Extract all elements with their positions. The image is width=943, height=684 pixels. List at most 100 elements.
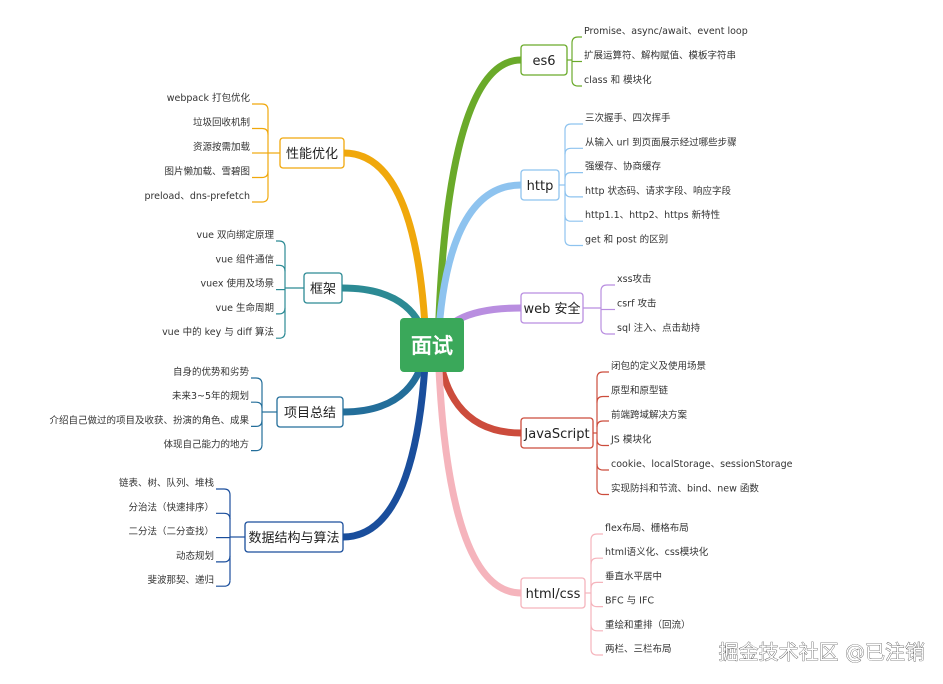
leaf-line [596,439,609,447]
leaf-label[interactable]: 介绍自己做过的项目及收获、扮演的角色、成果 [49,414,249,426]
leaf-line [590,600,603,608]
leaf-label[interactable]: 自身的优势和劣势 [173,366,250,378]
leaf-line [251,444,263,452]
leaf-line [600,284,615,292]
leaf-line [216,512,231,520]
topic-node[interactable] [276,396,344,428]
leaf-line [596,488,609,496]
leaf-label[interactable]: http 状态码、请求字段、响应字段 [585,185,732,197]
leaf-line [276,307,286,315]
center-label: 面试 [411,334,453,358]
leaf-label[interactable]: 图片懒加载、雪碧图 [164,166,250,178]
leaf-label[interactable]: vue 中的 key 与 diff 算法 [162,326,274,338]
leaf-label[interactable]: 实现防抖和节流、bind、new 函数 [611,483,759,495]
leaf-label[interactable]: 强缓存、协商缓存 [585,161,662,173]
leaf-label[interactable]: JS 模块化 [610,434,652,446]
leaf-label[interactable]: 两栏、三栏布局 [605,643,672,655]
leaf-label[interactable]: 体现自己能力的地方 [163,439,249,451]
topic-node[interactable] [303,272,343,304]
leaf-line [251,401,263,409]
leaf-label[interactable]: 重绘和重排（回流） [605,619,691,631]
leaf-label[interactable]: 垃圾回收机制 [193,117,250,129]
branch-l-3 [339,341,430,541]
leaf-label[interactable]: http1.1、http2、https 新特性 [585,209,721,221]
leaf-label[interactable]: webpack 打包优化 [167,92,251,104]
leaf-label[interactable]: vue 组件通信 [215,253,274,265]
leaf-line [216,555,231,563]
leaf-line [276,264,286,272]
topic-node[interactable] [520,292,584,324]
branch-r-4 [434,341,525,597]
leaf-line [216,488,231,496]
topic-label: es6 [532,54,555,69]
leaf-label[interactable]: csrf 攻击 [617,298,656,310]
leaf-line [251,377,263,385]
leaf-label[interactable]: vue 生命周期 [215,302,274,314]
leaf-label[interactable]: BFC 与 IFC [605,596,654,607]
leaf-line [590,648,603,656]
leaf-line [590,581,603,589]
leaf-label[interactable]: 分治法（快速排序） [128,501,214,513]
leaf-line [564,123,583,131]
topic-node[interactable] [520,44,568,76]
leaf-label[interactable]: sql 注入、点击劫持 [617,322,701,334]
leaf-label[interactable]: 垂直水平居中 [605,570,662,582]
leaf-line [251,420,263,427]
leaf-line [571,79,582,87]
leaf-label[interactable]: 动态规划 [176,550,214,562]
leaf-label[interactable]: vue 双向绑定原理 [196,229,274,241]
topic-label: 框架 [310,282,336,297]
leaf-line [596,420,609,428]
center-node[interactable] [400,318,464,372]
topic-label: 项目总结 [284,406,336,421]
leaf-label[interactable]: class 和 模块化 [584,74,652,86]
leaf-line [590,624,603,632]
leaf-line [590,533,603,541]
leaf-label[interactable]: 未来3~5年的规划 [172,390,249,402]
topic-node[interactable] [520,417,594,449]
topic-label: http [527,179,554,194]
leaf-label[interactable]: cookie、localStorage、sessionStorage [611,459,793,470]
leaf-label[interactable]: 资源按需加载 [193,141,251,153]
leaf-label[interactable]: 前端跨域解决方案 [611,409,688,421]
leaf-label[interactable]: 链表、树、队列、堆栈 [119,477,215,489]
leaf-label[interactable]: Promise、async/await、event loop [584,26,748,37]
topic-label: html/css [526,587,581,602]
leaf-label[interactable]: preload、dns-prefetch [144,191,250,202]
topic-node[interactable] [244,521,344,553]
leaf-line [216,580,231,587]
leaf-label[interactable]: flex布局、栅格布局 [605,522,689,534]
leaf-line [276,332,286,339]
branch-r-1 [434,181,525,349]
topic-node[interactable] [279,137,345,169]
leaf-line [596,371,609,379]
leaf-label[interactable]: xss攻击 [617,273,652,285]
topic-label: 性能优化 [286,147,338,162]
leaf-label[interactable]: 斐波那契、递归 [147,574,214,586]
watermark-text: 掘金技术社区 @已注销 [719,640,925,664]
leaf-label[interactable]: html语义化、css模块化 [605,546,709,558]
leaf-label[interactable]: 三次握手、四次挥手 [585,112,671,124]
leaf-label[interactable]: vuex 使用及场景 [201,278,274,290]
topic-label: web 安全 [523,301,580,317]
leaf-label[interactable]: get 和 post 的区别 [585,234,668,246]
leaf-line [600,327,615,335]
leaf-label[interactable]: 扩展运算符、解构赋值、模板字符串 [584,50,736,62]
leaf-label[interactable]: 闭包的定义及使用场景 [611,360,706,372]
topic-node[interactable] [520,169,560,201]
leaf-line [252,127,269,135]
leaf-line [564,147,583,155]
leaf-line [564,172,583,179]
leaf-line [571,36,582,44]
leaf-line [596,463,609,471]
leaf-line [276,240,286,248]
topic-node[interactable] [520,577,586,609]
leaf-label[interactable]: 从输入 url 到页面展示经过哪些步骤 [585,136,737,148]
topic-label: JavaScript [523,427,589,442]
branch-l-0 [340,149,430,349]
leaf-label[interactable]: 原型和原型链 [611,385,669,397]
leaf-label[interactable]: 二分法（二分查找） [128,526,214,538]
leaf-line [252,103,269,111]
leaf-line [564,239,583,247]
